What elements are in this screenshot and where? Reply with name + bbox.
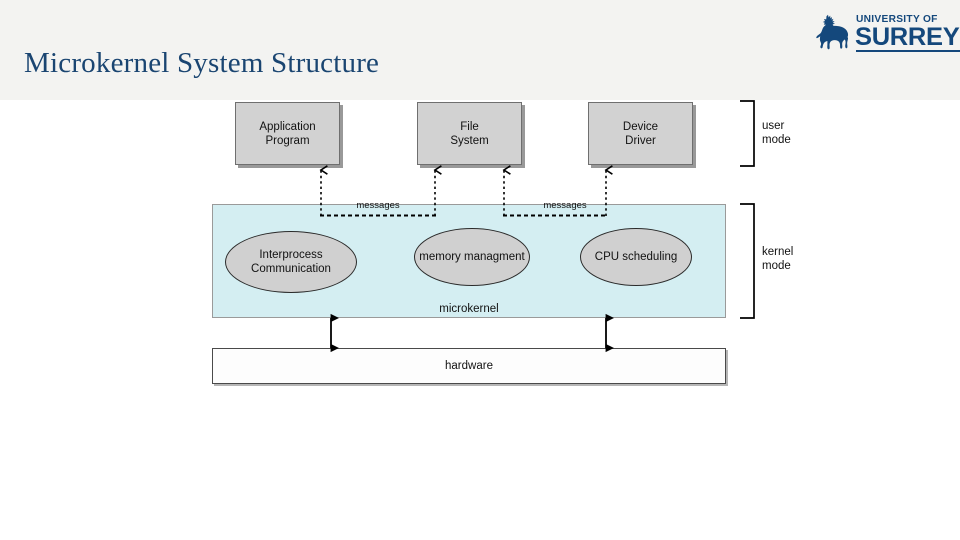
user-box-file-system: File System [417, 102, 522, 165]
user-mode-label: user mode [762, 119, 791, 147]
user-box-application-program-line2: Program [265, 134, 310, 147]
page-title: Microkernel System Structure [24, 47, 380, 79]
stag-icon [816, 14, 849, 50]
kernel-ellipse-cpu-line1: CPU [594, 251, 620, 263]
kernel-mode-bracket [740, 203, 755, 319]
kernel-mode-label-line2: mode [762, 260, 791, 272]
user-box-device-driver-line1: Device [622, 120, 659, 133]
kernel-ellipse-cpu-scheduling: CPU scheduling [580, 228, 692, 286]
kernel-ellipse-cpu-line2: scheduling [622, 251, 678, 263]
kernel-ellipse-ipc-line2: Communication [251, 263, 331, 275]
user-box-file-system-line1: File [460, 120, 479, 133]
messages-label-left: messages [356, 200, 400, 211]
user-box-application-program: Application Program [235, 102, 340, 165]
kernel-ellipse-interprocess-communication: Interprocess Communication [225, 231, 357, 293]
logo-underline [856, 50, 960, 52]
hardware-label: hardware [445, 360, 493, 372]
kernel-mode-label: kernel mode [762, 245, 793, 273]
hardware-box: hardware [212, 348, 726, 384]
kernel-ellipse-memory-management: memory managment [414, 228, 530, 286]
kernel-ellipse-ipc-line1: Interprocess [259, 249, 323, 261]
university-logo: UNIVERSITY OF SURREY [816, 12, 960, 54]
user-box-file-system-line2: System [450, 134, 489, 147]
logo-wordmark: UNIVERSITY OF SURREY [855, 12, 960, 52]
user-mode-label-line2: mode [762, 134, 791, 146]
logo-line-university-of: UNIVERSITY OF [856, 13, 938, 25]
user-box-device-driver: Device Driver [588, 102, 693, 165]
user-box-application-program-line1: Application [259, 120, 316, 133]
microkernel-label: microkernel [439, 303, 499, 315]
kernel-mode-label-line1: kernel [762, 246, 794, 258]
kernel-ellipse-memory-line2: managment [464, 251, 525, 263]
user-box-device-driver-line2: Driver [625, 134, 656, 147]
user-mode-label-line1: user [762, 120, 785, 132]
logo-line-surrey: SURREY [855, 23, 960, 51]
user-mode-bracket [740, 100, 755, 167]
header-band [0, 0, 960, 100]
kernel-ellipse-memory-line1: memory [419, 251, 461, 263]
messages-label-right: messages [543, 200, 587, 211]
